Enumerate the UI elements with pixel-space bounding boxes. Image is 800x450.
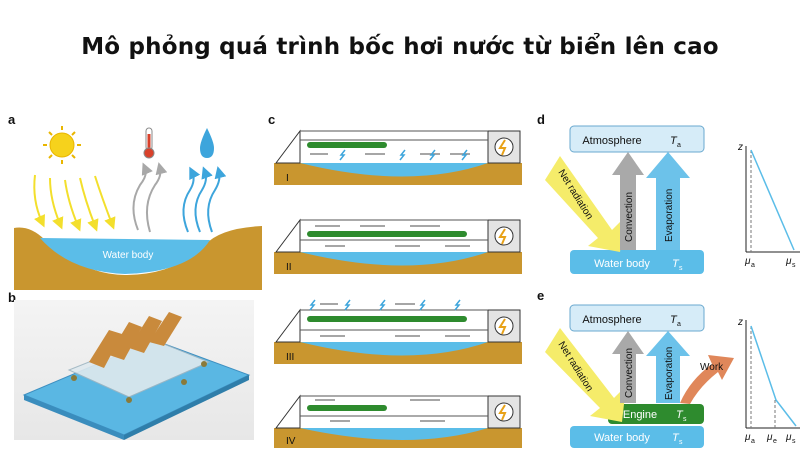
atmosphere-temp: T — [670, 314, 678, 326]
convection-label: Convection — [624, 348, 635, 398]
engine-box — [608, 404, 704, 424]
mu-a-label: μ — [744, 432, 751, 443]
panel-label-e: e — [537, 288, 545, 303]
device-photo-drawing — [22, 312, 251, 440]
stage-label: IV — [286, 436, 296, 447]
z-label: z — [737, 142, 743, 153]
thermometer-icon — [143, 127, 155, 159]
soil — [14, 226, 262, 290]
stage-label: I — [286, 173, 289, 184]
panel-c: I II — [274, 129, 522, 448]
water-body-label: Water body — [594, 258, 650, 270]
water-body — [40, 238, 210, 274]
atmosphere-temp: T — [670, 135, 678, 147]
convection-arrow — [612, 152, 644, 250]
sun-rays — [33, 174, 116, 232]
evaporation-arrow — [646, 331, 690, 403]
panel-e: Atmosphere T a Water body T s Engine T s… — [545, 304, 800, 448]
mu-s-sub: s — [792, 262, 796, 269]
engine-temp-sub: s — [683, 416, 687, 423]
atmosphere-box — [569, 304, 705, 332]
panel-label-c: c — [268, 112, 276, 127]
panel-label-a: a — [8, 112, 16, 127]
evaporation-arrow — [646, 152, 690, 250]
water-drop-icon — [200, 128, 214, 158]
water-body-label: Water body — [594, 432, 650, 444]
stage-label: III — [286, 352, 294, 363]
net-radiation-arrow — [545, 156, 624, 252]
work-arrow — [680, 355, 734, 404]
lightning-icon — [494, 402, 514, 422]
mu-s-label: μ — [785, 256, 792, 267]
mu-s-sub: s — [792, 438, 796, 445]
mu-a-label: μ — [744, 256, 751, 267]
evaporation-label: Evaporation — [664, 347, 675, 400]
water-body-label: Water body — [103, 250, 154, 261]
atmosphere-temp-sub: a — [677, 142, 681, 149]
water-body-box — [570, 426, 704, 448]
net-radiation-arrow — [545, 328, 626, 422]
net-radiation-label: Net radiation — [555, 340, 594, 394]
engine-label: Engine — [623, 409, 657, 421]
evaporation-arrows — [182, 166, 227, 233]
work-label: Work — [700, 362, 724, 373]
water-temp: T — [672, 258, 680, 270]
lightning-icon — [494, 137, 514, 157]
stage-4: IV — [274, 394, 522, 448]
sun-icon — [43, 126, 81, 164]
lightning-icon — [494, 226, 514, 246]
heat-arrows — [132, 162, 168, 233]
mu-a-sub: a — [751, 262, 755, 269]
mu-e-label: μ — [766, 432, 773, 443]
atmosphere-label: Atmosphere — [582, 314, 641, 326]
panel-a: Water body — [14, 126, 262, 290]
profile-line — [750, 325, 797, 427]
water-temp-sub: s — [679, 439, 683, 446]
stage-label: II — [286, 262, 292, 273]
profile-line — [750, 149, 795, 251]
stage-1: I — [274, 129, 522, 185]
water-body-box — [570, 250, 704, 274]
engine-temp: T — [676, 409, 684, 421]
panel-label-d: d — [537, 112, 545, 127]
panel-d: Atmosphere T a Water body T s Net radiat… — [545, 125, 800, 274]
evaporation-label: Evaporation — [664, 189, 675, 242]
atmosphere-box — [569, 125, 705, 153]
convection-label: Convection — [624, 192, 635, 242]
net-radiation-label: Net radiation — [555, 168, 594, 222]
mu-a-sub: a — [751, 438, 755, 445]
lightning-icon — [494, 316, 514, 336]
device-photo — [14, 300, 254, 440]
water-temp-sub: s — [679, 265, 683, 272]
water-temp: T — [672, 432, 680, 444]
atmosphere-temp-sub: a — [677, 321, 681, 328]
z-label: z — [737, 317, 743, 328]
atmosphere-label: Atmosphere — [582, 135, 641, 147]
mu-e-sub: e — [773, 438, 777, 445]
page-title: Mô phỏng quá trình bốc hơi nước từ biển … — [81, 34, 719, 60]
panel-label-b: b — [8, 290, 16, 305]
convection-arrow — [612, 331, 644, 403]
stage-2: II — [274, 218, 522, 274]
stage-3: III — [274, 299, 522, 364]
mu-s-label: μ — [785, 432, 792, 443]
